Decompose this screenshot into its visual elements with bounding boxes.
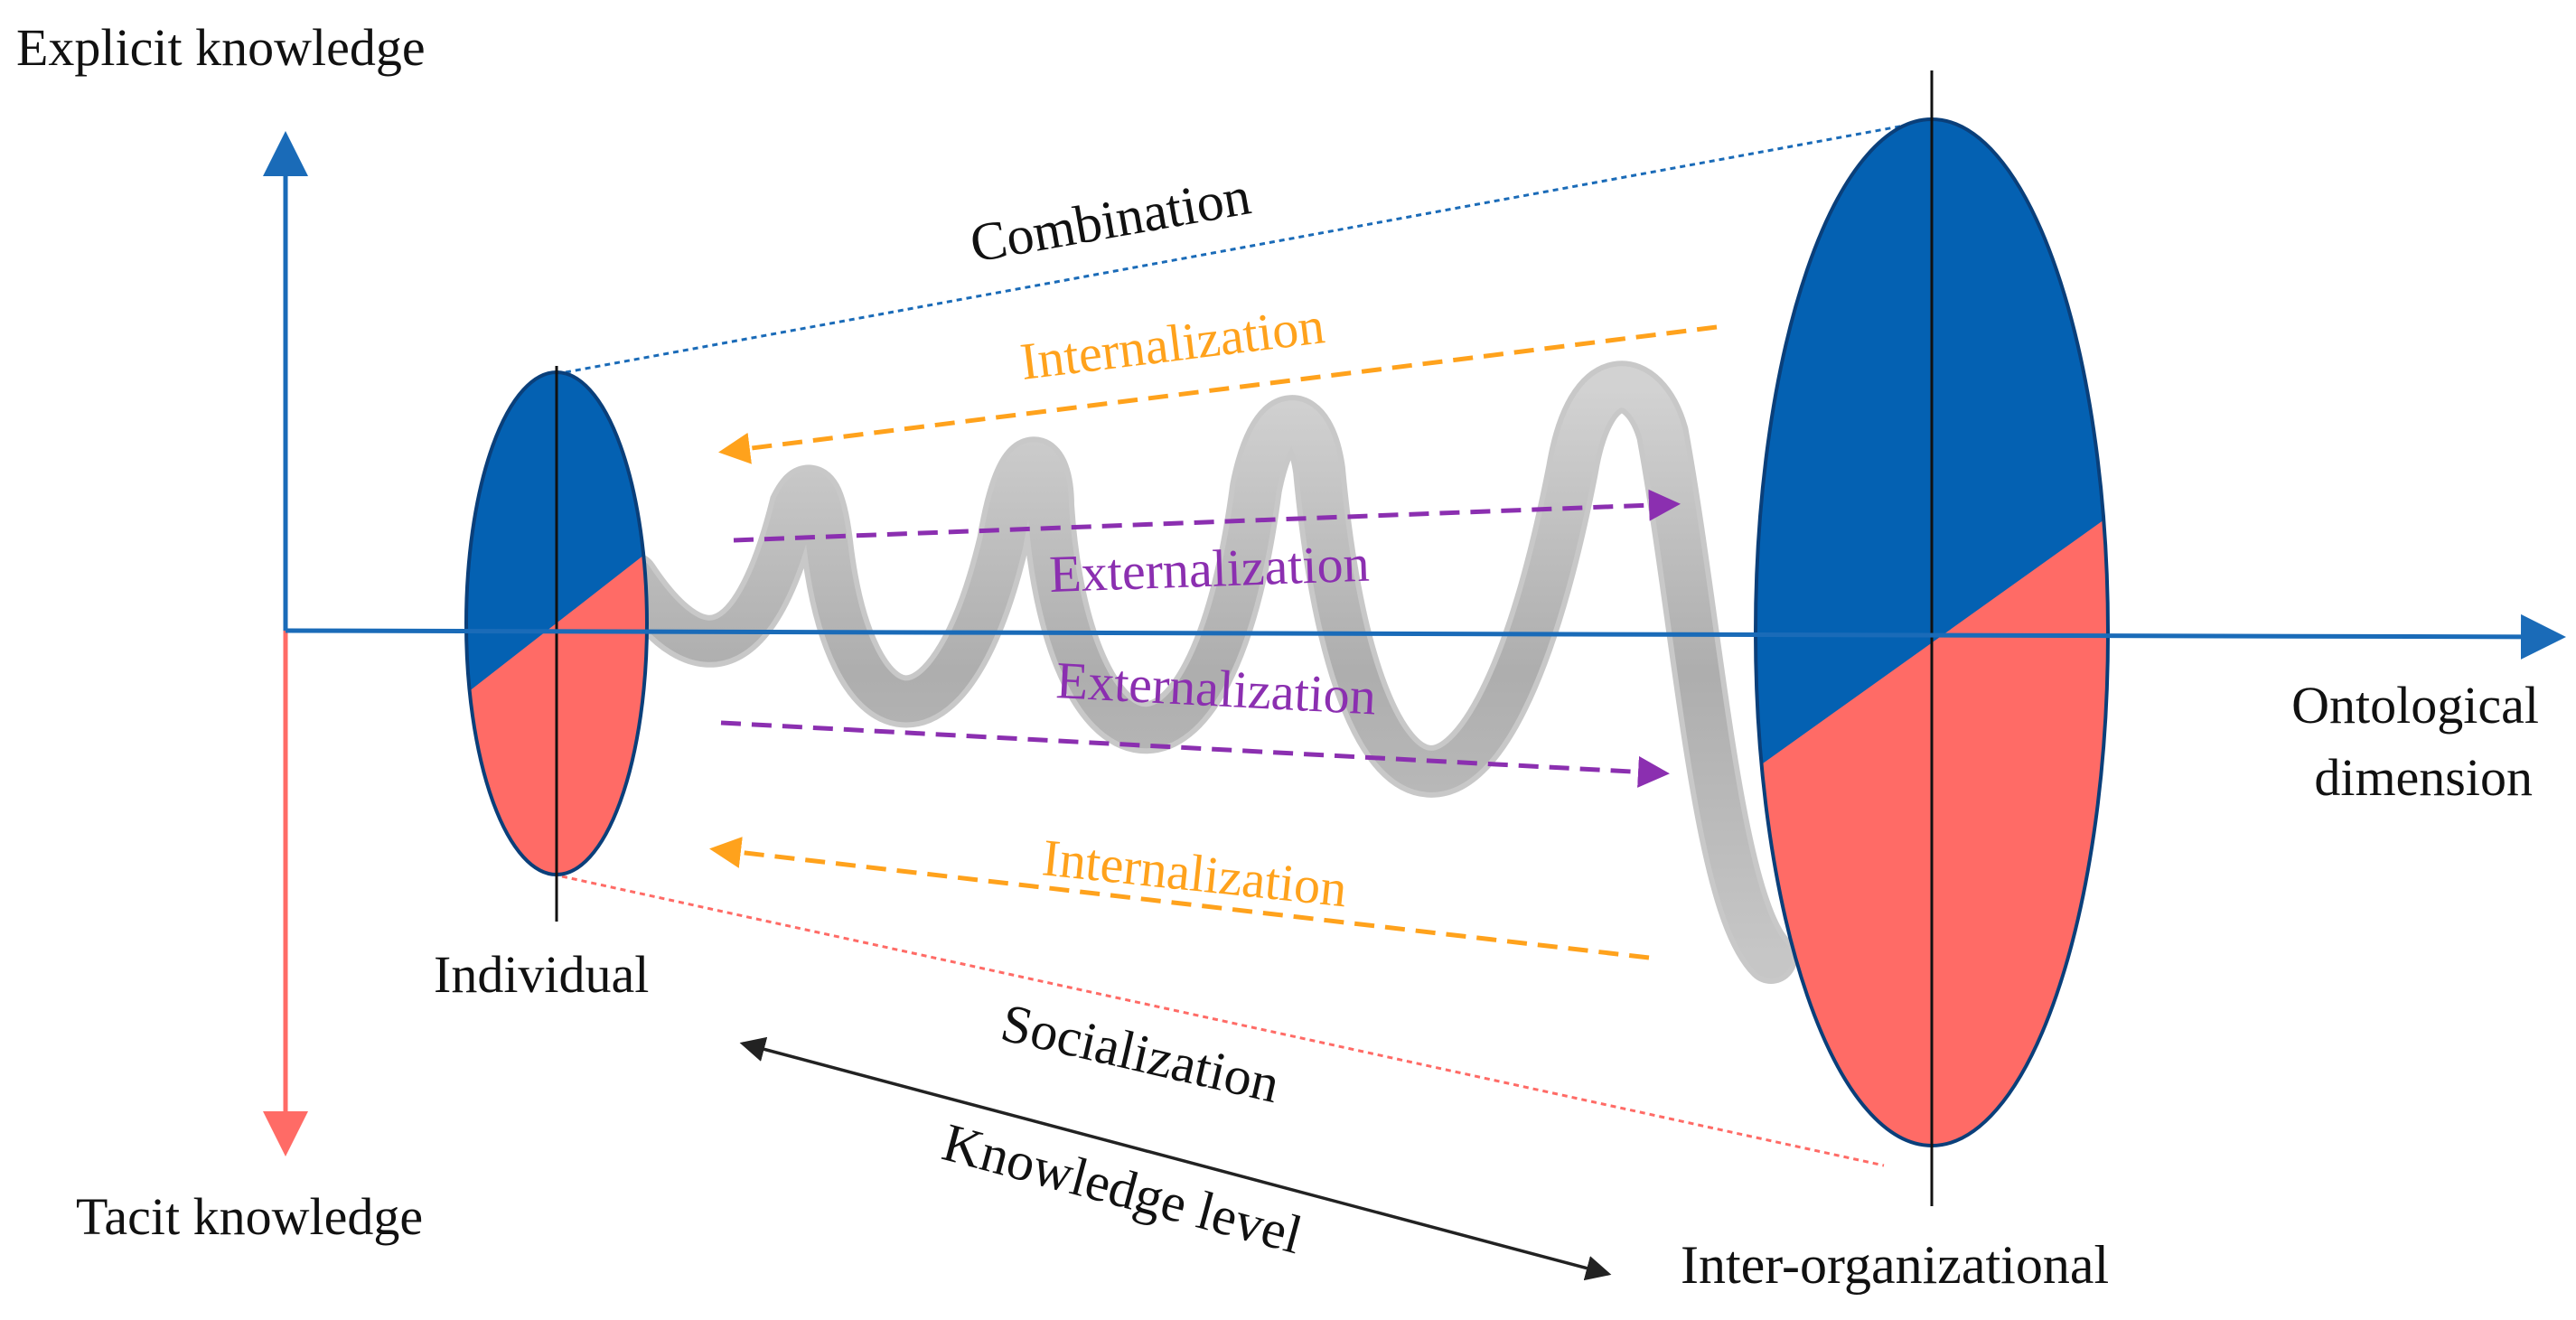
internalization-bottom-label: Internalization	[1040, 828, 1350, 918]
internalization-bottom-arrow	[709, 837, 1650, 960]
inter-organizational-ellipse	[1754, 70, 2110, 1206]
inter-organizational-label: Inter-organizational	[1681, 1235, 2109, 1295]
combination-label: Combination	[966, 165, 1255, 273]
individual-label: Individual	[434, 945, 649, 1004]
knowledge-level-arrow	[739, 1036, 1612, 1281]
knowledge-level-label: Knowledge level	[937, 1112, 1308, 1265]
internalization-top-label: Internalization	[1017, 295, 1328, 391]
ontological-axis-arrow	[285, 613, 2566, 660]
internalization-top-arrow	[718, 324, 1718, 464]
externalization-bottom-arrow	[720, 720, 1670, 788]
externalization-top-label: Externalization	[1048, 534, 1370, 604]
explicit-knowledge-label: Explicit knowledge	[16, 18, 426, 77]
ontological-dimension-label-line2: dimension	[2314, 748, 2533, 807]
socialization-label: Socialization	[996, 992, 1285, 1114]
ontological-dimension-label-line1: Ontological	[2291, 676, 2539, 735]
individual-ellipse	[464, 366, 649, 922]
tacit-knowledge-label: Tacit knowledge	[76, 1187, 423, 1246]
combination-connector-line	[565, 121, 1920, 374]
socialization-connector-line	[561, 875, 1885, 1167]
externalization-top-arrow	[733, 489, 1681, 543]
knowledge-spiral	[606, 360, 1797, 984]
